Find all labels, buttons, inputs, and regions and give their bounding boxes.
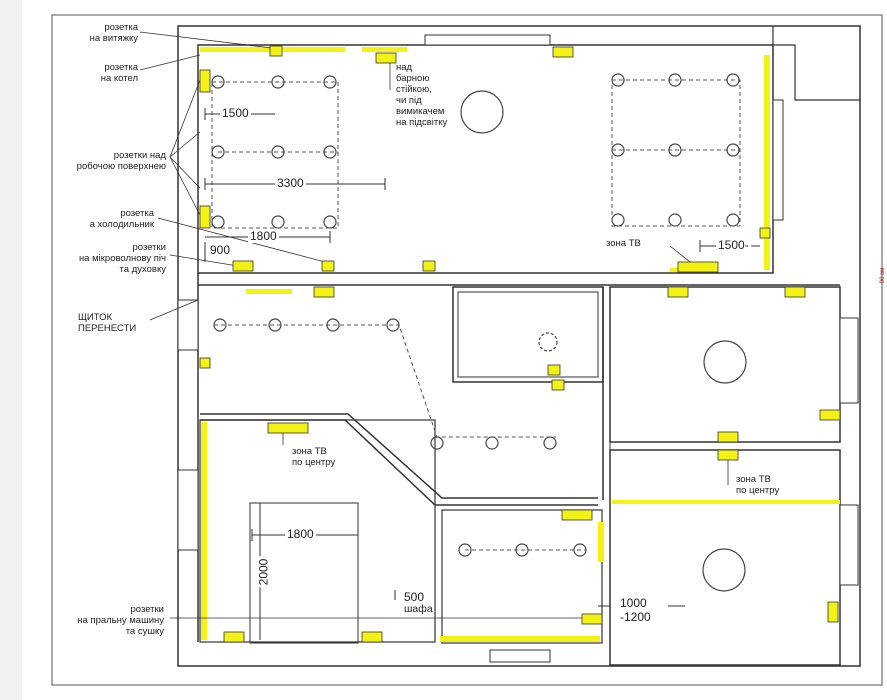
right-window (772, 99, 784, 221)
label-wardrobe: шафа (404, 603, 433, 615)
highlight-strips (200, 47, 840, 642)
dim-900: 900 (208, 243, 233, 257)
label-tv-zone-kitchen: зона ТВ (606, 238, 641, 249)
right-room-bottom (609, 449, 841, 666)
dim-500: 500 (402, 590, 427, 604)
dim-1800-bedroom: 1800 (285, 527, 316, 541)
kitchen-wall (197, 44, 774, 274)
dim-1500-tv: 1500- (716, 238, 751, 252)
label-boiler-outlet: розетка на котел (100, 62, 138, 84)
light-points (211, 73, 747, 592)
dim-1800-kitchen: 1800 (248, 229, 279, 243)
top-window (424, 34, 551, 46)
label-side-note: 90 см (880, 267, 887, 284)
page-frame (51, 14, 883, 686)
label-tv-zone-right: зона ТВ по центру (736, 474, 780, 496)
label-worktop-outlets: розетки над робочою поверхнею (76, 150, 166, 172)
lower-middle-room (441, 509, 603, 644)
label-fridge-outlet: розетка а холодильник (89, 208, 154, 230)
leader-lines (139, 31, 729, 619)
label-tv-zone-bedroom: зона ТВ по центру (292, 446, 336, 468)
right-wall-recess (772, 26, 860, 101)
dim-3300: 3300 (275, 176, 306, 190)
label-laundry-outlets: розетки на пральну машину та сушку (77, 604, 164, 637)
label-hood-outlet: розетка на витяжку (89, 22, 138, 44)
bathroom (452, 286, 604, 383)
label-microwave-outlets: розетки на мікроволнову піч та духовку (78, 242, 166, 275)
label-panel: ЩИТОК ПЕРЕНЕСТИ (78, 312, 137, 334)
dim-1500-kitchen: 1500 (220, 106, 251, 120)
left-margin-strip (0, 0, 22, 700)
label-bar-note: над барною стійкою, чи під вимикачем на … (396, 62, 448, 128)
building-outline (177, 25, 861, 667)
wardrobe-box (249, 502, 359, 644)
dashed-wiring (211, 79, 741, 551)
dim-2000: 2000 (256, 556, 271, 588)
right-room-top (609, 286, 841, 443)
dim-1000-1200: 1000 -1200 (618, 596, 653, 624)
outlets (199, 45, 841, 643)
